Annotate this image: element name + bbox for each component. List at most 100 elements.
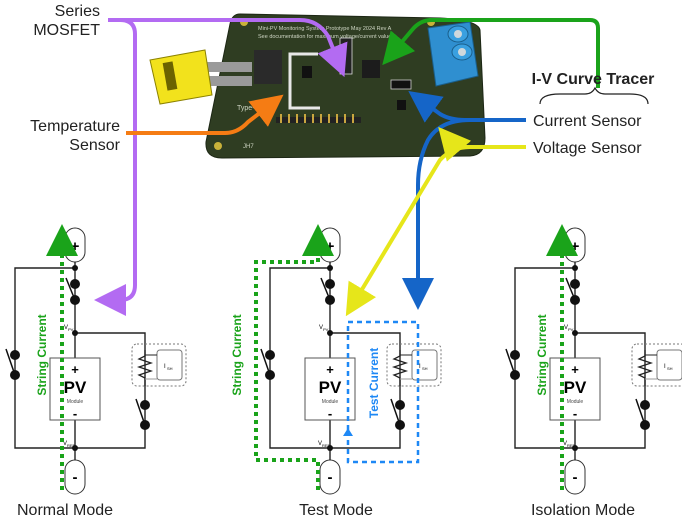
switch-contact [640,400,650,410]
switch-contact [70,279,80,289]
switch-lever [390,398,401,426]
pv-label: PV [64,378,87,397]
node [572,330,578,336]
switch-contact [510,350,520,360]
node [327,445,333,451]
current-sensor-ic [156,349,183,381]
string-current-label-normal: String Current [35,314,49,395]
thermocouple-connector [149,49,252,105]
vpv-subscript: PV [68,327,74,332]
ish-label: I [164,364,166,370]
pv-minus: - [573,406,577,421]
pin-header [276,117,361,123]
vref-subscript: REF [567,443,576,448]
node [72,330,78,336]
current-sensor-label: Current Sensor [533,113,642,130]
switch-lever [505,348,516,376]
current-sensor-test-callout [402,118,471,310]
ish-subscript: SH [667,366,673,371]
test-current-label: Test Current [367,348,381,418]
node [572,265,578,271]
series-mosfet-callout [108,18,348,78]
current-sensor-ic [656,349,682,381]
temperature-sensor-label: Temperature [30,118,120,135]
pcb-thermocouple-label: Type-K [237,105,260,112]
shunt-resistor [390,79,412,90]
vref-label: V [63,441,67,447]
voltage-sensor-test-callout [345,145,471,317]
shunt-resistor-icon [636,350,654,386]
pcb-designator: JH7 [243,144,254,150]
switch-lever [135,398,146,426]
mode-label: Test Mode [299,502,373,519]
switch-contact [140,400,150,410]
mount-hole [214,142,222,150]
temperature-sensor-callout [126,94,284,135]
vpv-label: V [64,325,68,331]
ish-label: I [419,364,421,370]
shunt-resistor-icon [391,350,409,386]
switch-lever [5,348,16,376]
current-sensor-box [631,343,682,387]
pv-module-box [549,357,601,421]
series-mosfet-label: MOSFET [33,22,100,39]
regulator-component [362,60,380,78]
ish-subscript: SH [422,366,428,371]
pv-minus: - [73,406,77,421]
positive-terminal-sign: + [326,238,335,255]
node [572,445,578,451]
string-current-label-test: String Current [230,314,244,395]
switch-contact [570,279,580,289]
ish-subscript: SH [167,366,173,371]
string-current-label-isolation: String Current [535,314,549,395]
vref-subscript: REF [322,443,331,448]
switch-contact [265,350,275,360]
vref-label: V [318,441,322,447]
current-sensor-box [131,343,187,387]
string-current-path-test [254,224,334,490]
current-sensor-box [386,343,442,387]
pv-plus: + [326,362,334,377]
vref-label: V [563,441,567,447]
pcb-image: Mini-PV Monitoring System Prototype May … [149,13,486,159]
thermocouple-ic [254,50,282,84]
positive-terminal-sign: + [71,238,80,255]
ic-chip [397,100,406,110]
pv-module-label: Module [322,399,339,405]
shunt-branch-wire [330,332,401,449]
switch-contact [395,400,405,410]
vpv-subscript: PV [568,327,574,332]
terminal-block [427,21,479,87]
pv-module-box [49,357,101,421]
pv-plus: + [571,362,579,377]
vpv-label: V [564,325,568,331]
temperature-sensor-label: Sensor [69,137,120,154]
mode-label: Isolation Mode [531,502,635,519]
ic-chip [302,66,312,78]
negative-terminal-sign: - [73,469,78,486]
test-current-arrow [343,428,353,436]
series-mosfet-label: Series [55,3,100,20]
node [327,330,333,336]
vpv-label: V [319,325,323,331]
switch-lever [260,348,271,376]
negative-terminal-sign: - [328,469,333,486]
pv-plus: + [71,362,79,377]
pv-label: PV [564,378,587,397]
voltage-sensor-label: Voltage Sensor [533,140,642,157]
test-current-path [346,320,420,464]
iv-curve-tracer-label: I-V Curve Tracer [532,71,655,88]
node [327,265,333,271]
brace [539,86,649,105]
switch-lever [320,277,331,301]
pv-label: PV [319,378,342,397]
switch-lever [565,277,576,301]
pcb-subtitle: See documentation for maximum voltage/cu… [258,34,394,40]
pv-minus: - [328,406,332,421]
shunt-branch-wire [575,332,646,449]
ish-label: I [664,364,666,370]
